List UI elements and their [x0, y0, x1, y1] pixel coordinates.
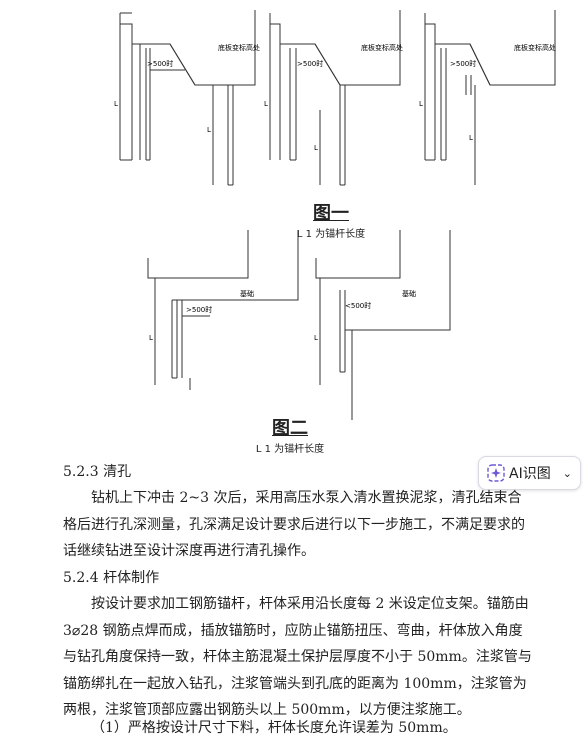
- fig1-a-length: L: [114, 100, 118, 108]
- fig1-a-length2: L: [207, 126, 211, 134]
- fig1-panel-a: [119, 10, 256, 186]
- figure2-caption: 图二 L 1 为锚杆长度: [250, 414, 330, 455]
- section-524-heading: 5.2.4 杆体制作: [63, 570, 160, 586]
- fig1-b-length: L: [264, 100, 268, 108]
- fig1-c-label: 底板变标高处: [514, 43, 556, 52]
- fig2-right-anchor-label: <500时: [345, 301, 371, 310]
- figure2-subtitle: L 1 为锚杆长度: [255, 444, 325, 455]
- fig1-b-anchor-label: >500时: [297, 59, 323, 68]
- chevron-down-icon[interactable]: ⌄: [562, 466, 572, 480]
- ai-sparkle-icon: [487, 464, 505, 482]
- figure1-subtitle: L 1 为锚杆长度: [296, 229, 366, 240]
- ai-recognize-button[interactable]: AI识图 ⌄: [478, 456, 581, 490]
- fig2-panel-right: [315, 230, 451, 420]
- section-523-heading: 5.2.3 清孔: [63, 464, 132, 480]
- section-523-paragraph: 钻机上下冲击 2~3 次后，采用高压水泵入清水置换泥浆，清孔结束合格后进行孔深测…: [63, 490, 525, 559]
- fig2-left-foundation: 基础: [240, 289, 254, 298]
- fig1-c-length2: L: [469, 134, 473, 142]
- fig2-right-foundation: 基础: [402, 289, 416, 298]
- figure1-caption: 图一 L 1 为锚杆长度: [296, 199, 366, 240]
- fig1-b-label: 底板变标高处: [361, 43, 403, 52]
- fig1-a-label: 底板变标高处: [218, 43, 260, 52]
- figure1-title: 图一: [313, 203, 349, 224]
- fig1-panel-c: [424, 10, 556, 185]
- fig2-left-anchor-label: >500时: [186, 305, 212, 314]
- fig1-c-length: L: [419, 100, 423, 108]
- figure2-title: 图二: [272, 418, 308, 439]
- fig2-left-length: L: [149, 334, 153, 342]
- figure-diagrams: 底板变标高处 底板变标高处 底板变标高处 >500时 >500时 >500时 L…: [114, 10, 556, 420]
- fig1-panel-b: [269, 10, 401, 186]
- fig1-c-anchor-label: >500时: [450, 59, 476, 68]
- section-524-item-1: （1）严格按设计尺寸下料，杆体长度允许误差为 50mm。: [91, 720, 457, 736]
- fig1-a-anchor-label: >500时: [147, 59, 173, 68]
- fig2-right-length: L: [314, 334, 318, 342]
- fig1-b-length2: L: [314, 144, 318, 152]
- ai-recognize-label: AI识图: [509, 466, 551, 482]
- section-524-paragraph: 按设计要求加工钢筋锚杆，杆体采用沿长度每 2 米设定位支架。锚筋由 3⌀28 钢…: [63, 596, 532, 718]
- fig2-panel-left: [147, 230, 299, 390]
